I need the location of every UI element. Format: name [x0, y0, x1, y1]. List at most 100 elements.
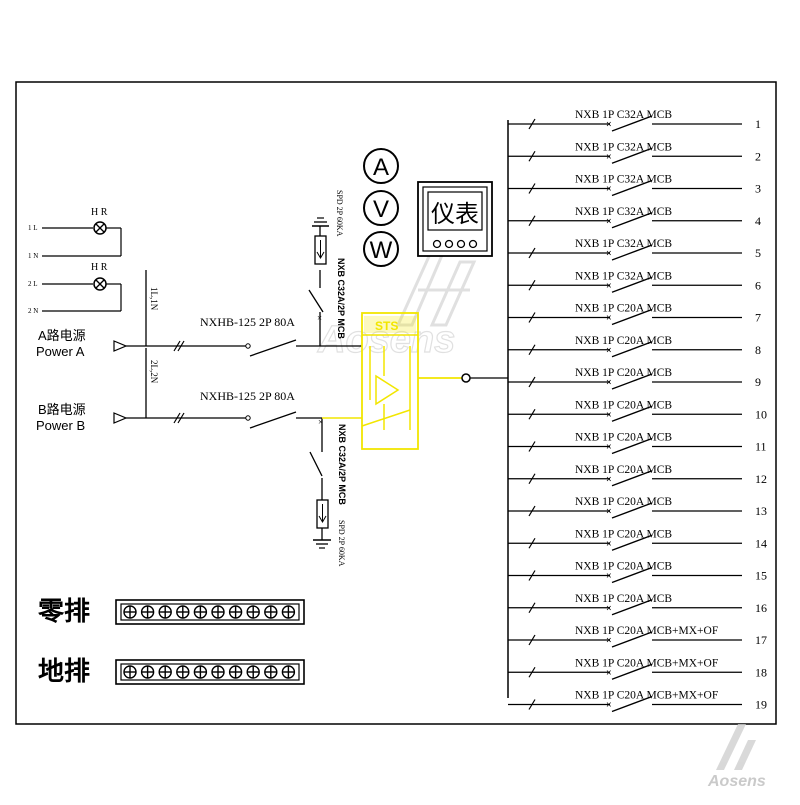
- branch-number: 4: [755, 214, 761, 228]
- branch-label: NXB 1P C32A MCB: [575, 109, 672, 121]
- conductor-mark: [528, 666, 536, 678]
- ground-terminals: [123, 665, 296, 679]
- branch-number: 12: [755, 472, 767, 486]
- branch-label: NXB 1P C20A MCB: [575, 593, 672, 605]
- branch-label: NXB 1P C20A MCB: [575, 496, 672, 508]
- branch-row-8: ×NXB 1P C20A MCB 8: [508, 335, 761, 358]
- branch-number: 13: [755, 504, 767, 518]
- wire-1n-label: 1 N: [28, 252, 38, 260]
- branch-number: 3: [755, 182, 761, 196]
- terminal-screw-icon: [281, 605, 296, 619]
- mcb-switch: [611, 534, 653, 551]
- spd-bottom-mcb-label: NXB C32A/2P MCB: [337, 424, 347, 505]
- meter-knob-icon: [456, 239, 466, 249]
- terminal-screw-icon: [176, 665, 190, 679]
- spd-bottom: × NXB C32A/2P MCB SPD 2P 60KA: [309, 417, 347, 567]
- wattmeter-label: W: [370, 237, 393, 264]
- mcb-switch: [611, 115, 653, 132]
- ground-busbar-label: 地排: [38, 656, 90, 686]
- branch-number: 7: [755, 311, 761, 325]
- branch-row-12: ×NXB 1P C20A MCB 12: [508, 464, 767, 487]
- conductor-mark: [528, 118, 536, 130]
- power-a-label-cn: A路电源: [38, 328, 86, 343]
- mcb-contact-icon: ×: [606, 571, 612, 582]
- conductor-mark: [528, 215, 536, 227]
- branch-label: NXB 1P C32A MCB: [575, 141, 672, 153]
- wire-tag-a: 1L,1N: [149, 287, 159, 311]
- spd-top-mcb-label: NXB C32A/2P MCB: [336, 258, 346, 339]
- wire-1l-label: 1 L: [28, 224, 38, 232]
- hr-label: H R: [91, 207, 108, 218]
- mcb-contact-icon: ×: [606, 120, 612, 131]
- branch-number: 10: [755, 407, 767, 421]
- conductor-mark: [528, 634, 536, 646]
- terminal-screw-icon: [228, 665, 243, 679]
- conductor-mark: [528, 699, 536, 710]
- power-a-feed: A路电源 Power A 1L,1N NXHB-125 2P 80A: [36, 270, 362, 359]
- terminal-screw-icon: [264, 605, 278, 619]
- sts-switch: STS: [322, 312, 462, 450]
- conductor-mark: [528, 247, 536, 259]
- conductor-mark: [528, 279, 536, 291]
- branch-number: 11: [755, 440, 767, 454]
- mcb-contact-icon: ×: [606, 474, 612, 485]
- breaker-b-label: NXHB-125 2P 80A: [200, 389, 295, 403]
- terminal-screw-icon: [211, 665, 225, 679]
- terminal-screw-icon: [228, 605, 243, 619]
- sts-label: STS: [375, 319, 398, 333]
- conductor-mark: [528, 602, 536, 614]
- mcb-contact-icon: ×: [606, 668, 612, 679]
- terminal-screw-icon: [123, 605, 137, 619]
- mcb-contact-icon: ×: [606, 507, 612, 518]
- mcb-contact-icon: ×: [606, 442, 612, 453]
- mcb-contact-icon: ×: [606, 281, 612, 292]
- meter-knob-icon: [468, 239, 478, 249]
- branch-number: 9: [755, 375, 761, 389]
- branch-label: NXB 1P C20A MCB: [575, 367, 672, 379]
- terminal-screw-icon: [158, 605, 172, 619]
- mcb-switch: [611, 695, 653, 713]
- conductor-mark: [528, 344, 536, 356]
- branch-row-13: ×NXB 1P C20A MCB 13: [508, 496, 767, 519]
- neutral-busbar-label: 零排: [38, 596, 90, 626]
- terminal-screw-icon: [193, 605, 208, 619]
- branch-number: 17: [755, 633, 767, 647]
- mcb-switch: [611, 405, 653, 422]
- branch-label: NXB 1P C20A MCB: [575, 303, 672, 315]
- terminal-screw-icon: [123, 665, 137, 679]
- terminal-screw-icon: [264, 665, 278, 679]
- wire-2l-label: 2 L: [28, 280, 38, 288]
- branch-label: NXB 1P C20A MCB: [575, 528, 672, 540]
- branch-number: 5: [755, 246, 761, 260]
- mcb-switch: [611, 599, 653, 616]
- branch-label: NXB 1P C20A MCB: [575, 335, 672, 347]
- mcb-switch: [611, 631, 653, 648]
- conductor-mark: [528, 570, 536, 581]
- mcb-contact-icon: ×: [606, 152, 612, 163]
- branch-number: 1: [755, 117, 761, 131]
- meter-panel-label: 仪表: [431, 201, 479, 228]
- mcb-contact-icon: ×: [606, 539, 612, 550]
- mcb-contact-icon: ×: [606, 603, 612, 614]
- conductor-mark: [528, 312, 536, 323]
- watermark-corner: Aosens: [707, 724, 766, 790]
- breaker-a-switch: [249, 339, 297, 357]
- mcb-contact-icon: ×: [606, 378, 612, 389]
- mcb-switch: [611, 470, 653, 487]
- neutral-busbar: 零排: [38, 596, 305, 626]
- branch-label: NXB 1P C20A MCB: [575, 464, 672, 476]
- terminal-screw-icon: [140, 605, 155, 619]
- mcb-contact-icon: ×: [606, 345, 612, 356]
- meters: A V W 仪表: [363, 148, 493, 267]
- branch-label: NXB 1P C32A MCB: [575, 238, 672, 250]
- branch-number: 8: [755, 343, 761, 357]
